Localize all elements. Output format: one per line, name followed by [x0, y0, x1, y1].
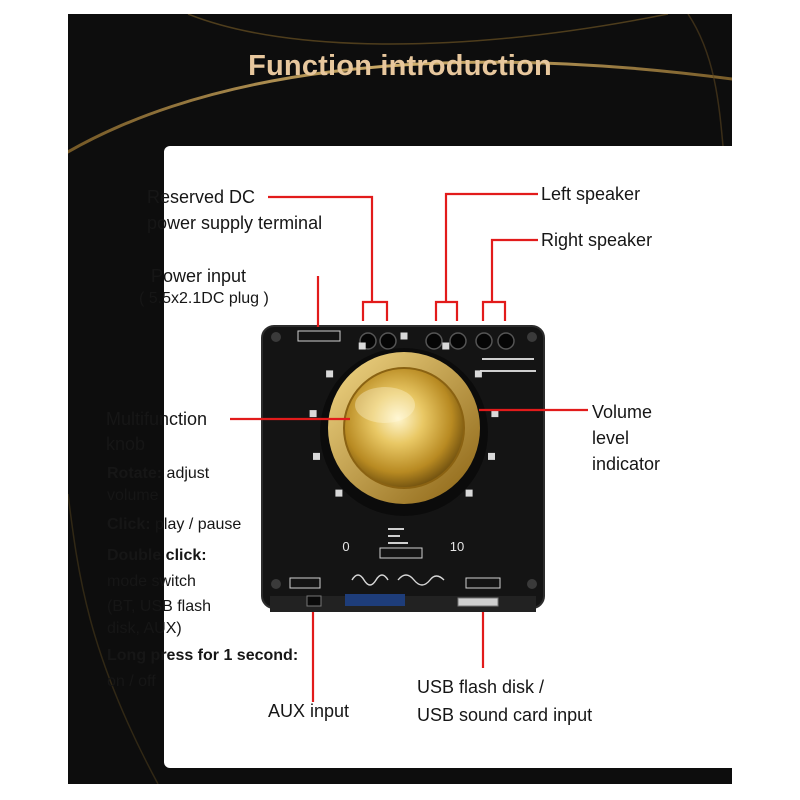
volume-led [309, 410, 317, 418]
reserved-dc-label-line2: power supply terminal [147, 213, 323, 233]
volume-led [488, 452, 495, 460]
rotate-key: Rotate: [107, 465, 163, 482]
rotate-instruction: Rotate: adjust [107, 461, 209, 487]
volume-led [335, 489, 343, 497]
volume-led [491, 410, 499, 418]
volume-led [313, 452, 320, 460]
right-speaker-jack [497, 332, 515, 350]
terminal-jacks [359, 332, 515, 350]
callout-right-speaker [490, 238, 538, 302]
legend-silkscreen [388, 528, 404, 530]
volume-led [358, 342, 366, 350]
callout-right-speaker-bracket [481, 300, 507, 321]
gold-swirl-background [68, 14, 732, 784]
dc-terminal-jack [379, 332, 397, 350]
double-click-key: Double click: [107, 547, 207, 564]
click-value: play / pause [150, 516, 242, 533]
usb-silkscreen [465, 577, 501, 589]
left-speaker-label: Left speaker [541, 184, 641, 204]
reserved-dc-label: Reserved DC [147, 187, 256, 207]
brand-script [351, 574, 445, 586]
click-instruction: Click: play / pause [107, 512, 241, 538]
aux-silkscreen [289, 577, 321, 589]
click-key: Click: [107, 516, 151, 533]
volume-led [474, 370, 482, 378]
knob-label-line2: knob [106, 434, 146, 454]
knob-highlight [355, 387, 415, 423]
model-silkscreen [482, 358, 534, 360]
screw-icon [527, 579, 537, 589]
volume-led [465, 489, 473, 497]
screw-icon [271, 332, 281, 342]
rotate-instruction-line2: volume [107, 487, 159, 504]
usb-port [457, 597, 499, 607]
model-silkscreen [480, 370, 536, 372]
volume-indicator-label-line3: indicator [592, 454, 661, 474]
dc-silkscreen [297, 330, 341, 342]
product-frame: Function introduction [68, 14, 732, 784]
rotate-value: adjust [162, 465, 210, 482]
left-speaker-jack [425, 332, 443, 350]
usb-input-label: USB flash disk / [417, 677, 545, 697]
legend-silkscreen [388, 542, 408, 544]
callout-left-speaker-bracket [434, 300, 459, 321]
double-click-value-line2: (BT, USB flash [107, 598, 212, 615]
volume-led [326, 370, 334, 378]
aux-input-label: AUX input [268, 701, 350, 721]
callout-left-speaker [444, 192, 538, 302]
volume-leds [309, 332, 499, 497]
double-click-value-line3: disk, AUX) [107, 620, 182, 637]
blue-module [345, 594, 405, 606]
volume-indicator-label-line2: level [592, 428, 630, 448]
left-speaker-jack [449, 332, 467, 350]
long-press-key: Long press for 1 second: [107, 647, 299, 664]
aux-port [306, 595, 322, 607]
multifunction-knob [343, 367, 465, 489]
long-press-value: on / off [107, 673, 156, 690]
scale-min: 0 [342, 539, 349, 554]
volume-silkscreen [379, 547, 423, 559]
volume-indicator-label: Volume [592, 402, 653, 422]
double-click-value: mode switch [107, 573, 196, 590]
screw-icon [271, 579, 281, 589]
power-input-plug-label: ( 5.5x2.1DC plug ) [139, 290, 269, 307]
volume-led [442, 342, 450, 350]
volume-led [400, 332, 408, 340]
power-input-label: Power input [151, 266, 247, 286]
callout-reserved-dc [268, 195, 374, 302]
page-title: Function introduction [248, 50, 552, 82]
scale-max: 10 [450, 539, 464, 554]
legend-silkscreen [388, 535, 400, 537]
right-speaker-label: Right speaker [541, 230, 653, 250]
usb-input-label-line2: USB sound card input [417, 705, 593, 725]
screw-icon [527, 332, 537, 342]
right-speaker-jack [475, 332, 493, 350]
knob-label: Multifunction [106, 409, 208, 429]
callout-reserved-dc-bracket [361, 300, 389, 321]
